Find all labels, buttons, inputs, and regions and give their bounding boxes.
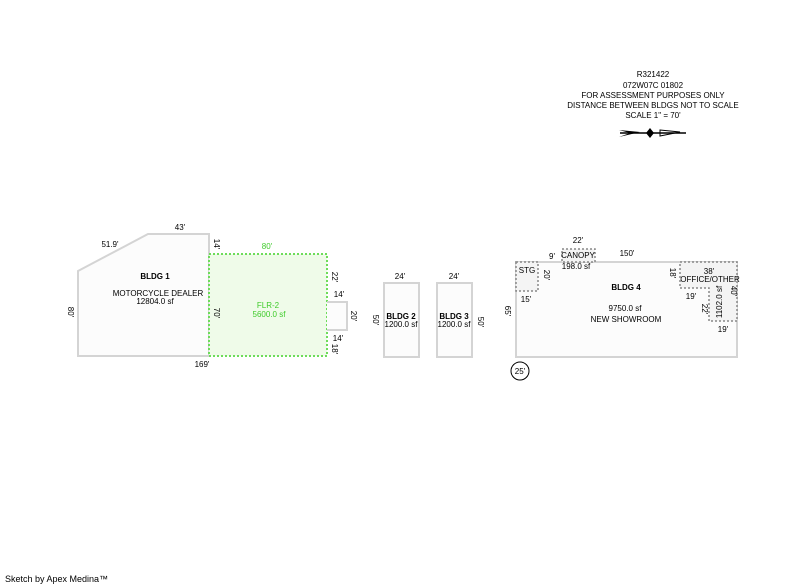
stg-area[interactable] [515, 261, 539, 292]
north-arrow-icon [619, 128, 686, 138]
dim-label: 24' [449, 272, 460, 281]
dim-label: 50' [371, 315, 380, 326]
dim-label: 19' [686, 292, 697, 301]
office-name: OFFICE/OTHER [680, 275, 740, 284]
dim-label: 19' [718, 325, 729, 334]
stg-name: STG [519, 266, 535, 275]
dim-label: 14' [333, 334, 344, 343]
dim-label: 50' [476, 317, 485, 328]
dim-label: 22' [573, 236, 584, 245]
dim-label: 43' [175, 223, 186, 232]
dim-label: 25' [515, 367, 526, 376]
dimension-circle-icon [510, 361, 530, 381]
floor2-area-label: 5600.0 sf [253, 310, 287, 319]
dim-label: 38' [704, 267, 715, 276]
footer-credit: Sketch by Apex Medina™ [5, 574, 109, 584]
canopy-name: CANOPY [561, 251, 595, 260]
header-notes: R321422 072W07C 01802 FOR ASSESSMENT PUR… [567, 70, 738, 120]
bldg2-name: BLDG 2 [386, 312, 416, 321]
map-number: 072W07C 01802 [623, 81, 684, 90]
dim-label: 24' [395, 272, 406, 281]
dim-label: 80' [262, 242, 273, 251]
dim-label: 20' [542, 270, 551, 281]
bldg3[interactable]: BLDG 3 1200.0 sf 24' 50' [436, 272, 485, 358]
dim-label: 65' [503, 306, 512, 317]
bldg1[interactable]: BLDG 1 MOTORCYCLE DEALER 12804.0 sf 43' … [66, 223, 358, 369]
bldg4-area: 9750.0 sf [609, 304, 643, 313]
bldg1-use: MOTORCYCLE DEALER [113, 289, 204, 298]
dim-label: 18' [668, 268, 677, 279]
bldg4-name: BLDG 4 [611, 283, 641, 292]
dim-label: 22' [700, 304, 709, 315]
bldg3-name: BLDG 3 [439, 312, 469, 321]
canopy-area[interactable] [561, 248, 596, 263]
dim-label: 51.9' [101, 240, 119, 249]
dim-label: 15' [521, 295, 532, 304]
dim-label: 14' [334, 290, 345, 299]
floor2-name: FLR-2 [257, 301, 280, 310]
assessment-note: FOR ASSESSMENT PURPOSES ONLY [581, 91, 725, 100]
dim-label: 9' [549, 252, 555, 261]
bldg2[interactable]: BLDG 2 1200.0 sf 24' 50' [371, 272, 420, 358]
bldg1-name: BLDG 1 [140, 272, 170, 281]
dim-label: 80' [66, 307, 75, 318]
scale-label: SCALE 1" = 70' [625, 111, 681, 120]
bldg2-area: 1200.0 sf [385, 320, 419, 329]
office-area-label: 1102.0 sf [715, 285, 724, 318]
bldg4[interactable]: BLDG 4 9750.0 sf NEW SHOWROOM 150' 65' S… [503, 236, 740, 381]
distance-note: DISTANCE BETWEEN BLDGS NOT TO SCALE [567, 101, 738, 110]
dim-label: 70' [212, 308, 221, 319]
dim-label: 20' [349, 311, 358, 322]
dim-label: 40' [729, 286, 738, 297]
dim-label: 14' [212, 239, 221, 250]
bldg4-use: NEW SHOWROOM [591, 315, 662, 324]
dim-label: 169' [195, 360, 210, 369]
canopy-area-label: 198.0 sf [562, 262, 591, 271]
dim-label: 150' [620, 249, 635, 258]
office-area[interactable] [679, 261, 738, 322]
dim-label: 18' [330, 344, 339, 355]
bldg3-area: 1200.0 sf [438, 320, 472, 329]
bldg1-area: 12804.0 sf [136, 297, 174, 306]
dim-label: 22' [330, 272, 339, 283]
parcel-id: R321422 [637, 70, 670, 79]
